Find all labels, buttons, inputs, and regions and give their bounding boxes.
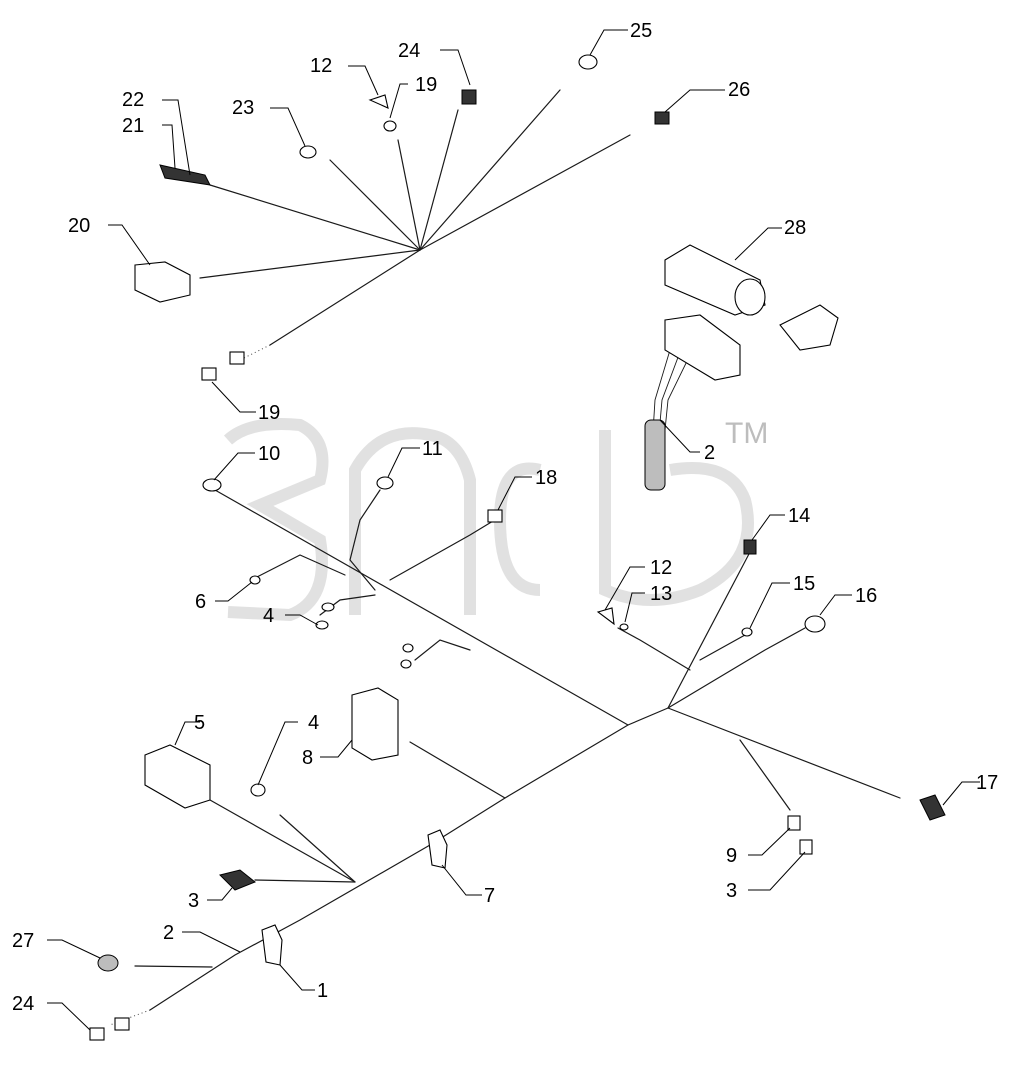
watermark-trademark: TM — [725, 417, 768, 450]
part-7-clip — [427, 829, 448, 869]
callout-13: 13 — [650, 583, 672, 605]
callout-24-lower: 24 — [12, 993, 34, 1015]
callout-12-lower: 12 — [650, 557, 672, 579]
callout-2-lower: 2 — [163, 922, 174, 944]
part-27-grommet — [97, 954, 119, 972]
part-23-ring — [299, 145, 317, 159]
part-20-block — [134, 261, 191, 303]
callout-labels: 25 24 12 19 26 22 21 23 20 28 19 10 11 1… — [12, 20, 998, 1015]
callout-9: 9 — [726, 845, 737, 867]
callout-23: 23 — [232, 97, 254, 119]
leader-lines — [47, 29, 980, 1031]
part-21-22-connector — [159, 164, 211, 186]
part-11-ring — [376, 476, 394, 490]
callout-28: 28 — [784, 217, 806, 239]
part-9-connector — [787, 815, 801, 831]
callout-14: 14 — [788, 505, 810, 527]
part-14-connector — [743, 539, 757, 555]
callout-19-lower: 19 — [258, 402, 280, 424]
callout-26: 26 — [728, 79, 750, 101]
part-17-connector — [919, 794, 946, 821]
connector-28 — [644, 244, 839, 491]
callout-7: 7 — [484, 885, 495, 907]
part-6-terminal — [249, 575, 261, 585]
callout-17: 17 — [976, 772, 998, 794]
part-3-left — [219, 869, 256, 891]
part-25-connector — [578, 54, 598, 70]
callout-24-top: 24 — [398, 40, 420, 62]
part-19-lower — [201, 367, 217, 381]
callout-4-lower: 4 — [308, 712, 319, 734]
callout-22: 22 — [122, 89, 144, 111]
part-19-top — [383, 120, 397, 132]
callout-18: 18 — [535, 467, 557, 489]
callout-12-top: 12 — [310, 55, 332, 77]
callout-3-right: 3 — [726, 880, 737, 902]
part-24-top — [461, 89, 477, 105]
callout-15: 15 — [793, 573, 815, 595]
harness-parts — [89, 54, 946, 1041]
callout-19-top: 19 — [415, 74, 437, 96]
harness-wires — [109, 89, 901, 1026]
part-4-lower-ring — [250, 783, 266, 797]
callout-21: 21 — [122, 115, 144, 137]
callout-2-upper: 2 — [704, 442, 715, 464]
part-16-connector — [804, 615, 826, 633]
callout-1: 1 — [317, 980, 328, 1002]
part-10-ring — [202, 478, 222, 492]
part-5-connector — [144, 744, 211, 809]
part-26-connector — [654, 111, 670, 125]
callout-8: 8 — [302, 747, 313, 769]
part-1-clip — [261, 924, 283, 966]
part-24-lower — [89, 1027, 105, 1041]
part-3-right — [799, 839, 813, 855]
callout-11: 11 — [422, 438, 443, 460]
callout-16: 16 — [855, 585, 877, 607]
part-12-top — [368, 94, 389, 109]
callout-4-upper: 4 — [263, 605, 274, 627]
part-4-upper — [315, 620, 329, 630]
callout-10: 10 — [258, 443, 280, 465]
part-8-fuse-block — [351, 687, 399, 761]
part-12-lower — [596, 607, 615, 626]
part-18-connector — [487, 509, 503, 523]
callout-5: 5 — [194, 712, 205, 734]
part-15-terminal — [741, 627, 753, 637]
callout-25: 25 — [630, 20, 652, 42]
part-13-terminal — [619, 623, 629, 631]
callout-20: 20 — [68, 215, 90, 237]
callout-3-left: 3 — [188, 890, 199, 912]
callout-27: 27 — [12, 930, 34, 952]
callout-6: 6 — [195, 591, 206, 613]
